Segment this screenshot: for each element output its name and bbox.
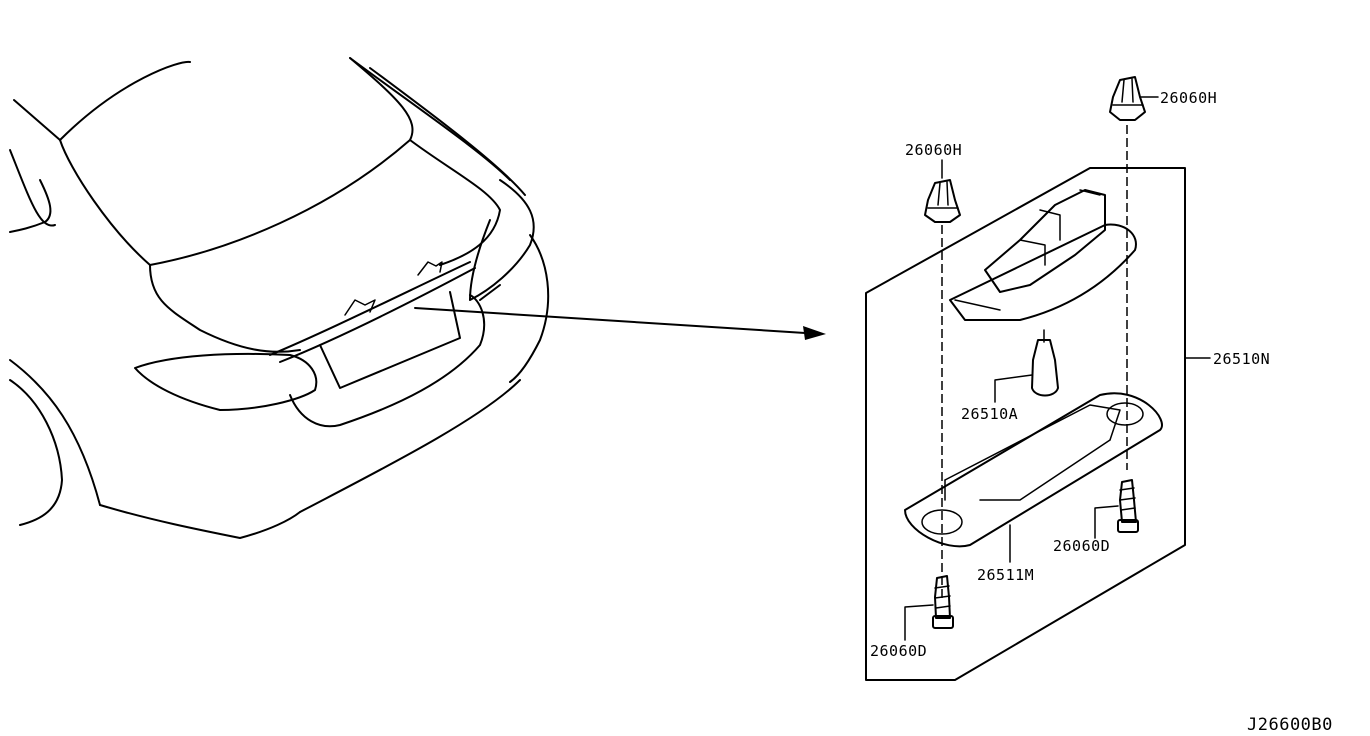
bulb <box>994 329 1059 403</box>
pointer-arrow <box>414 307 826 340</box>
car-rear-illustration <box>9 57 550 539</box>
lamp-housing <box>949 189 1137 321</box>
label-clip-top-right: 26060H <box>1160 89 1217 107</box>
label-clip-top-left: 26060H <box>905 141 962 159</box>
label-screw-right: 26060D <box>1053 537 1110 555</box>
diagram-code: J26600B0 <box>1247 715 1333 735</box>
label-screw-left: 26060D <box>870 642 927 660</box>
assembly-frame <box>865 167 1211 681</box>
label-bulb: 26510A <box>961 405 1018 423</box>
label-lens: 26511M <box>977 566 1034 584</box>
label-assembly: 26510N <box>1213 350 1270 368</box>
clip-right <box>1109 76 1159 121</box>
screw-right <box>1094 479 1139 539</box>
clip-left <box>924 159 961 223</box>
screw-left <box>904 575 954 641</box>
lens <box>904 392 1163 563</box>
